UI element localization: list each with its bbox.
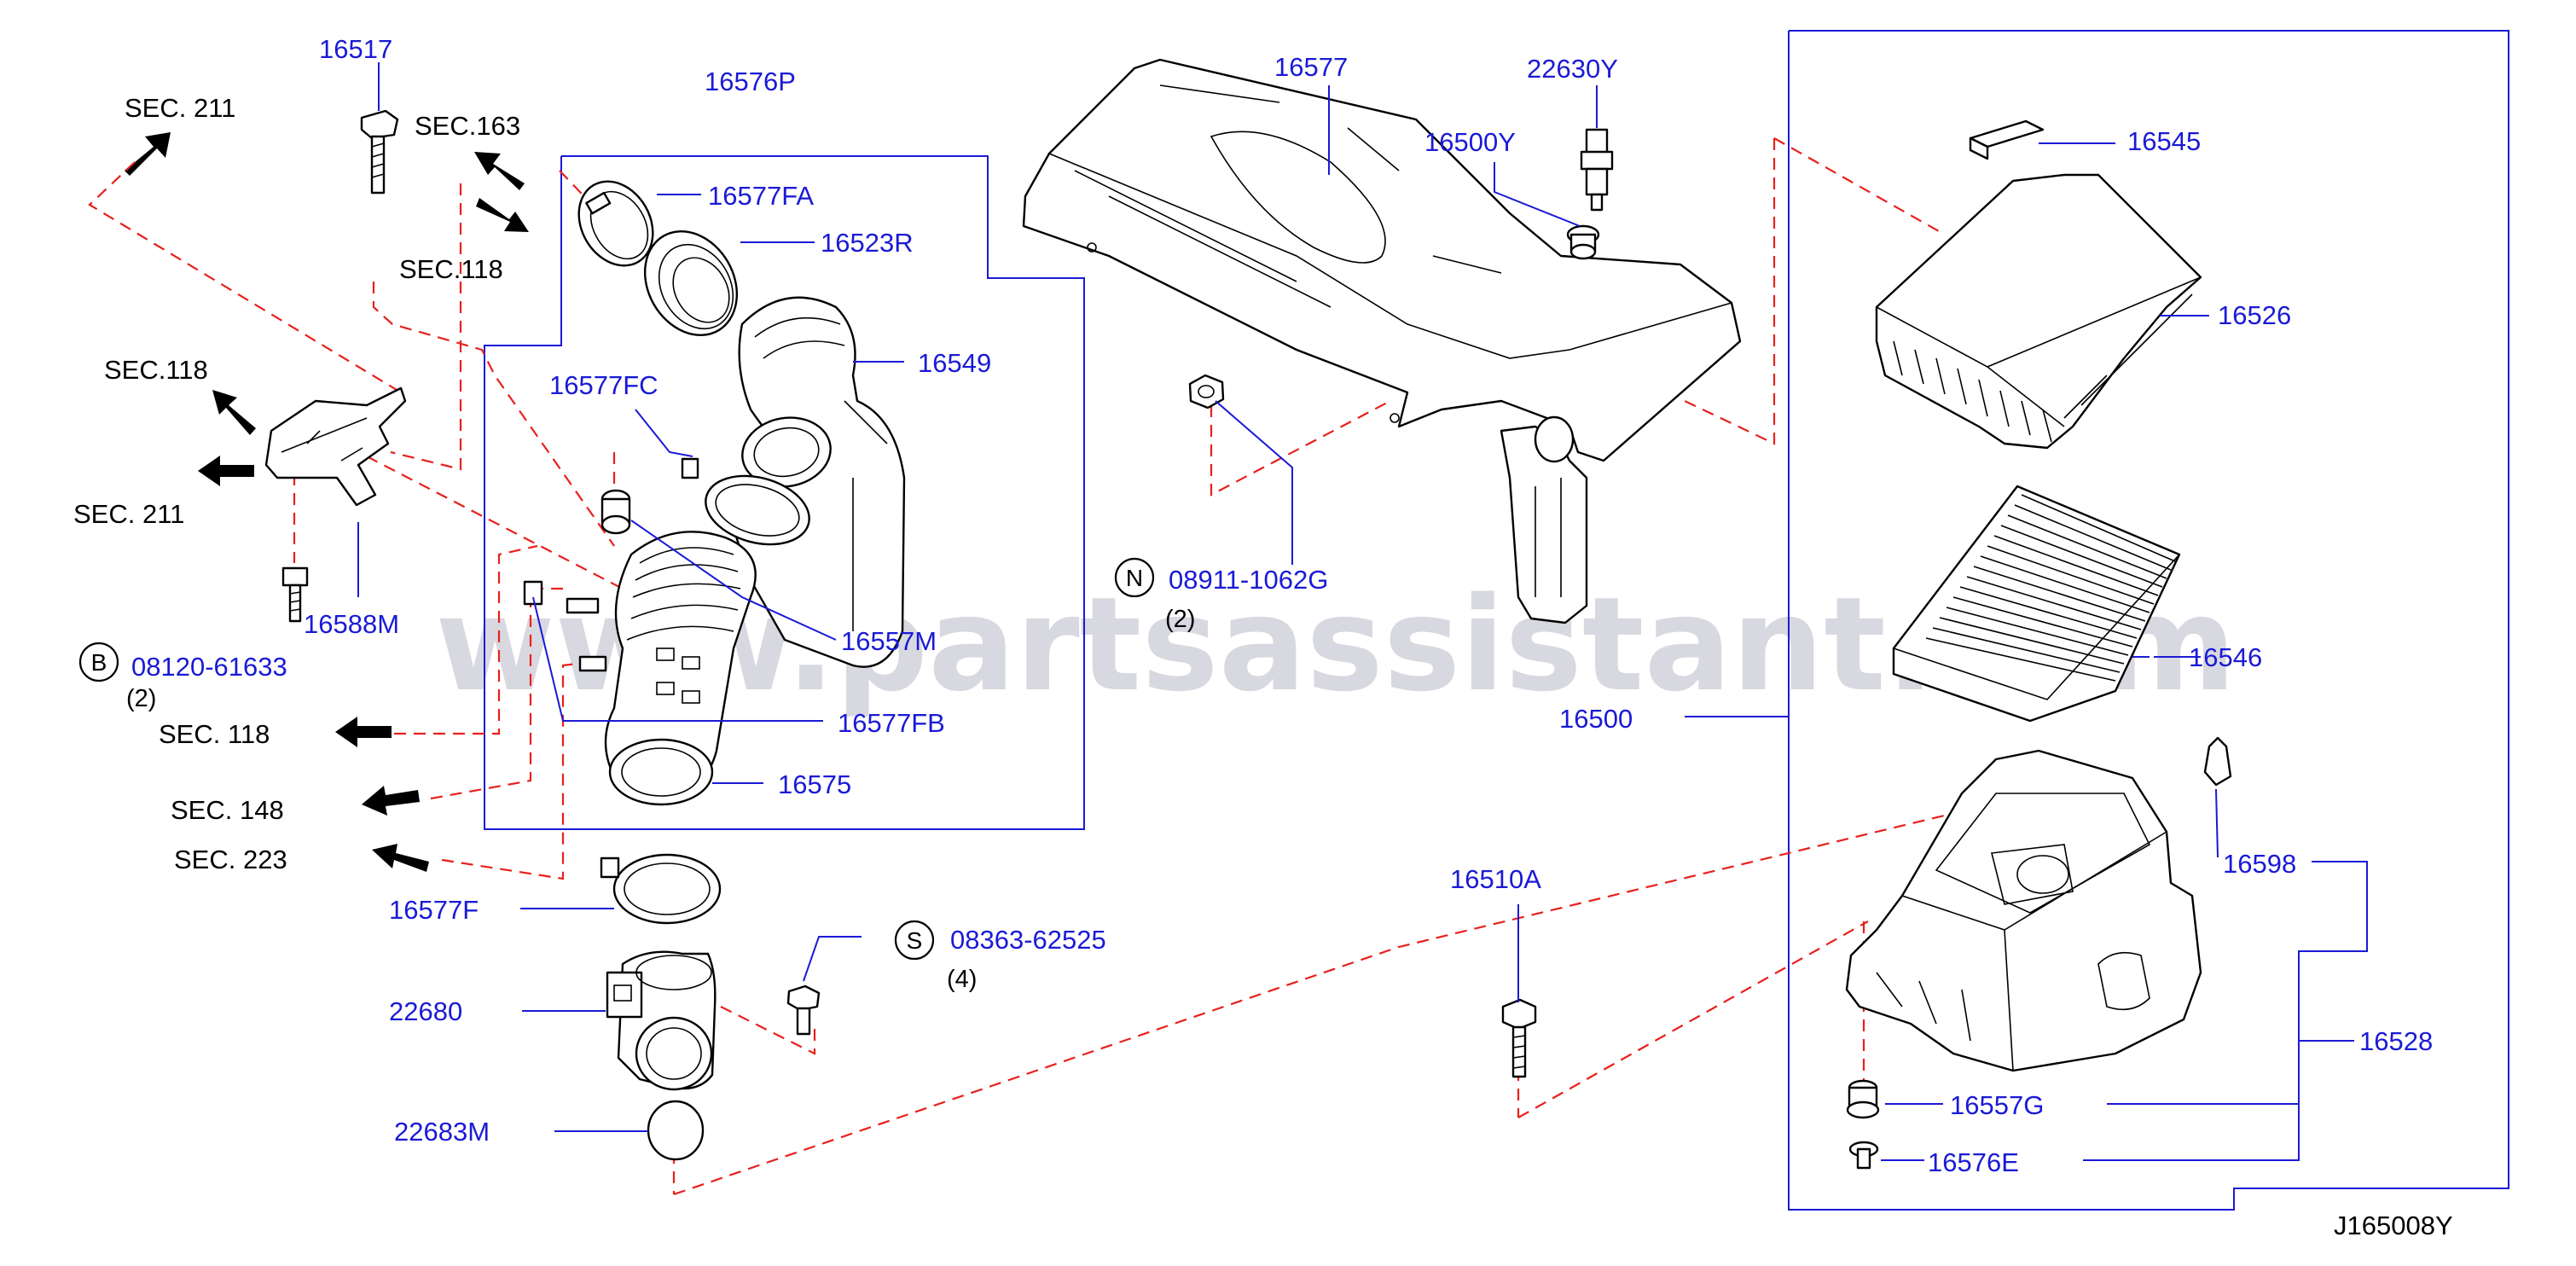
sec-label-211-top[interactable]: SEC. 211 — [125, 93, 235, 123]
part-label-16577FB[interactable]: 16577FB — [838, 708, 945, 738]
part-label-16598[interactable]: 16598 — [2223, 849, 2296, 879]
fastener-qty-s: (4) — [947, 966, 977, 993]
part-label-16576P[interactable]: 16576P — [705, 67, 796, 96]
arrow-sec211-top — [125, 132, 171, 176]
svg-text:S: S — [907, 927, 923, 954]
clip-16598 — [2203, 736, 2232, 787]
fastener-number-08120-61633[interactable]: 08120-61633 — [131, 652, 287, 682]
nut-08911-1062G — [1188, 374, 1225, 409]
seal-16523R — [643, 229, 739, 337]
group-box-16500 — [1788, 30, 2509, 1211]
part-label-16557G[interactable]: 16557G — [1950, 1090, 2044, 1120]
duct-16549 — [732, 296, 906, 668]
part-label-16546[interactable]: 16546 — [2189, 642, 2262, 672]
part-label-16517[interactable]: 16517 — [319, 34, 392, 64]
fastener-symbol-b: B — [78, 642, 119, 682]
clamp-16577F — [600, 853, 722, 925]
part-label-16528[interactable]: 16528 — [2359, 1026, 2433, 1056]
sec-label-118-b[interactable]: SEC.118 — [104, 355, 208, 385]
bolt-16510A — [1501, 998, 1537, 1078]
group-box-16576P — [484, 155, 1085, 830]
part-label-16500Y[interactable]: 16500Y — [1424, 127, 1516, 157]
upper-duct-16577 — [1022, 58, 1742, 624]
fastener-qty-b: (2) — [126, 685, 156, 712]
part-label-16545[interactable]: 16545 — [2127, 126, 2201, 156]
clamp-16577FC — [681, 457, 810, 546]
fastener-number-08363-62525[interactable]: 08363-62525 — [950, 925, 1106, 955]
grommet-16557G — [1846, 1079, 1880, 1119]
part-label-16577FC[interactable]: 16577FC — [549, 370, 659, 400]
bolt-16517 — [360, 109, 399, 195]
sec-label-211-mid[interactable]: SEC. 211 — [73, 499, 184, 529]
part-label-22630Y[interactable]: 22630Y — [1527, 54, 1618, 84]
part-label-16557M[interactable]: 16557M — [841, 626, 937, 656]
part-label-16577[interactable]: 16577 — [1274, 52, 1348, 82]
screw-08363-62525 — [786, 984, 821, 1036]
part-label-16577FA[interactable]: 16577FA — [708, 181, 814, 211]
arrow-sec118-c — [335, 717, 392, 747]
diagram-reference: J165008Y — [2334, 1211, 2453, 1240]
part-label-16510A[interactable]: 16510A — [1450, 864, 1541, 894]
filter-element-16546 — [1892, 485, 2181, 723]
sec-label-163[interactable]: SEC.163 — [415, 111, 520, 141]
part-label-16500[interactable]: 16500 — [1559, 704, 1633, 734]
seal-22683M — [647, 1100, 705, 1161]
grommet-16500Y — [1566, 224, 1600, 260]
arrow-sec211-mid — [198, 456, 254, 486]
part-label-22683M[interactable]: 22683M — [394, 1117, 490, 1147]
part-label-16577F[interactable]: 16577F — [389, 895, 479, 925]
sec-label-118-c[interactable]: SEC. 118 — [159, 719, 270, 749]
clamp-16577FA — [577, 180, 654, 267]
part-label-16549[interactable]: 16549 — [918, 348, 991, 378]
sec-label-223[interactable]: SEC. 223 — [174, 845, 287, 874]
arrow-sec118-b — [212, 390, 256, 435]
fastener-symbol-n: N — [1114, 557, 1155, 598]
hose-16575 — [523, 531, 757, 806]
part-label-16523R[interactable]: 16523R — [821, 228, 914, 258]
label-16545 — [1969, 119, 2045, 160]
fastener-qty-n: (2) — [1165, 606, 1195, 633]
arrow-sec223 — [372, 844, 429, 872]
bolt-08120-61633 — [281, 566, 309, 623]
sec-label-148[interactable]: SEC. 148 — [171, 795, 284, 825]
part-label-16526[interactable]: 16526 — [2218, 300, 2291, 330]
grommet-16557M — [600, 489, 631, 535]
leader-lines — [357, 62, 2368, 1161]
part-label-22680[interactable]: 22680 — [389, 996, 462, 1026]
arrow-sec163 — [474, 152, 525, 190]
svg-text:N: N — [1126, 565, 1143, 591]
fastener-number-08911-1062G[interactable]: 08911-1062G — [1169, 565, 1328, 595]
svg-text:B: B — [91, 649, 107, 676]
fastener-symbol-s: S — [894, 920, 935, 961]
part-label-16576E[interactable]: 16576E — [1928, 1147, 2019, 1177]
lower-housing-16528 — [1845, 749, 2202, 1072]
part-label-16575[interactable]: 16575 — [778, 769, 851, 799]
grommet-16576E — [1848, 1141, 1879, 1170]
sensor-22630Y — [1580, 128, 1614, 212]
part-label-16588M[interactable]: 16588M — [304, 609, 399, 639]
arrow-sec148 — [362, 786, 420, 816]
arrow-sec118-a — [476, 198, 529, 232]
upper-housing-16526 — [1875, 173, 2202, 450]
bracket-16588M — [264, 386, 407, 507]
air-flow-meter-22680 — [606, 950, 717, 1091]
sec-label-118-a[interactable]: SEC.118 — [399, 254, 503, 284]
